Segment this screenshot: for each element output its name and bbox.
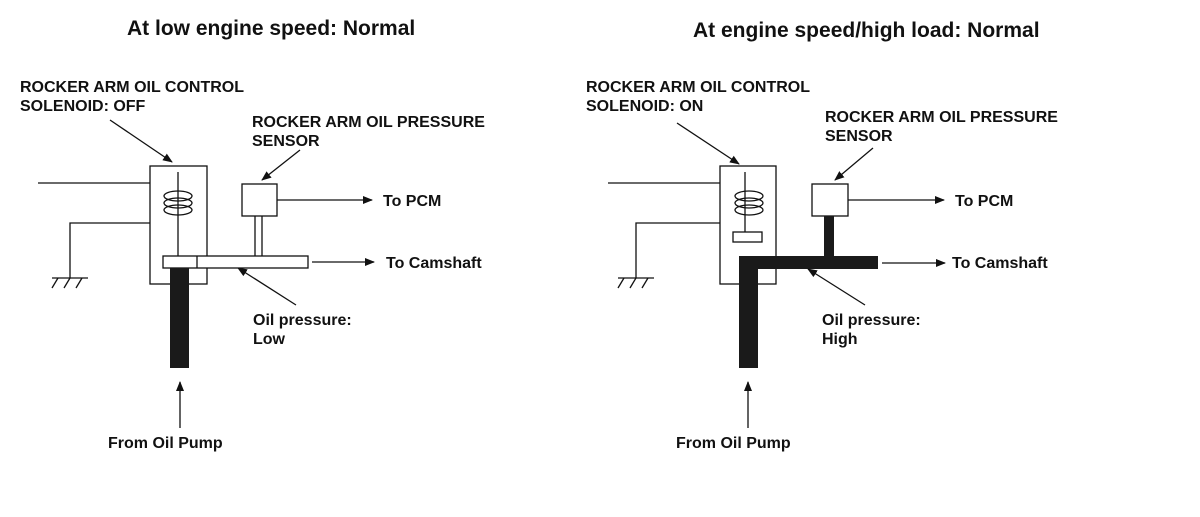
left-solenoid-label-line1: ROCKER ARM OIL CONTROL <box>20 79 244 96</box>
left-sensor-label-line1: ROCKER ARM OIL PRESSURE <box>252 114 485 131</box>
left-ground-symbol <box>51 277 83 289</box>
right-from-oil-pump-label: From Oil Pump <box>676 435 791 452</box>
left-oil-pressure-label: Oil pressure: <box>253 312 352 329</box>
right-to-pcm-label: To PCM <box>955 193 1013 210</box>
right-oil-gallery-filled <box>739 256 878 269</box>
left-panel: At low engine speed: Normal ROCKER ARM O… <box>20 17 485 452</box>
left-to-camshaft-label: To Camshaft <box>386 255 482 272</box>
right-sensor-label-line2: SENSOR <box>825 128 893 145</box>
right-pressure-pointer-arrow <box>807 268 866 306</box>
right-oil-pressure-label: Oil pressure: <box>822 312 921 329</box>
right-sensor-label-line1: ROCKER ARM OIL PRESSURE <box>825 109 1058 126</box>
left-from-oil-pump-label: From Oil Pump <box>108 435 223 452</box>
left-solenoid-pointer-arrow <box>109 119 173 163</box>
right-to-camshaft-label: To Camshaft <box>952 255 1048 272</box>
right-ground-symbol <box>617 277 649 289</box>
left-pressure-sensor <box>241 183 278 217</box>
right-pressure-sensor <box>811 183 849 217</box>
left-panel-title: At low engine speed: Normal <box>127 17 415 40</box>
right-solenoid-pointer-arrow <box>676 122 740 165</box>
right-solenoid-label-line2: SOLENOID: ON <box>586 98 703 115</box>
right-solenoid-coil-icon <box>734 172 764 232</box>
left-oil-gallery-empty <box>162 255 309 269</box>
left-solenoid-label-line2: SOLENOID: OFF <box>20 98 146 115</box>
left-ground-wire <box>69 222 178 278</box>
right-pump-supply-passage <box>739 256 758 368</box>
right-ground-wire <box>635 222 745 278</box>
left-sensor-pointer-arrow <box>261 149 301 181</box>
left-sensor-label-line2: SENSOR <box>252 133 320 150</box>
left-pressure-pointer-arrow <box>237 267 297 306</box>
left-to-pcm-label: To PCM <box>383 193 441 210</box>
left-pump-supply-passage <box>170 268 189 368</box>
right-panel: At engine speed/high load: Normal ROCKER… <box>586 19 1058 452</box>
left-oil-pressure-value: Low <box>253 331 286 348</box>
right-sensor-pointer-arrow <box>834 147 874 181</box>
right-solenoid-label-line1: ROCKER ARM OIL CONTROL <box>586 79 810 96</box>
right-oil-pressure-value: High <box>822 331 858 348</box>
left-solenoid-coil-icon <box>163 172 193 226</box>
right-sensor-stem-filled <box>824 216 834 258</box>
right-panel-title: At engine speed/high load: Normal <box>693 19 1040 42</box>
right-solenoid-plunger-retracted <box>732 231 763 243</box>
